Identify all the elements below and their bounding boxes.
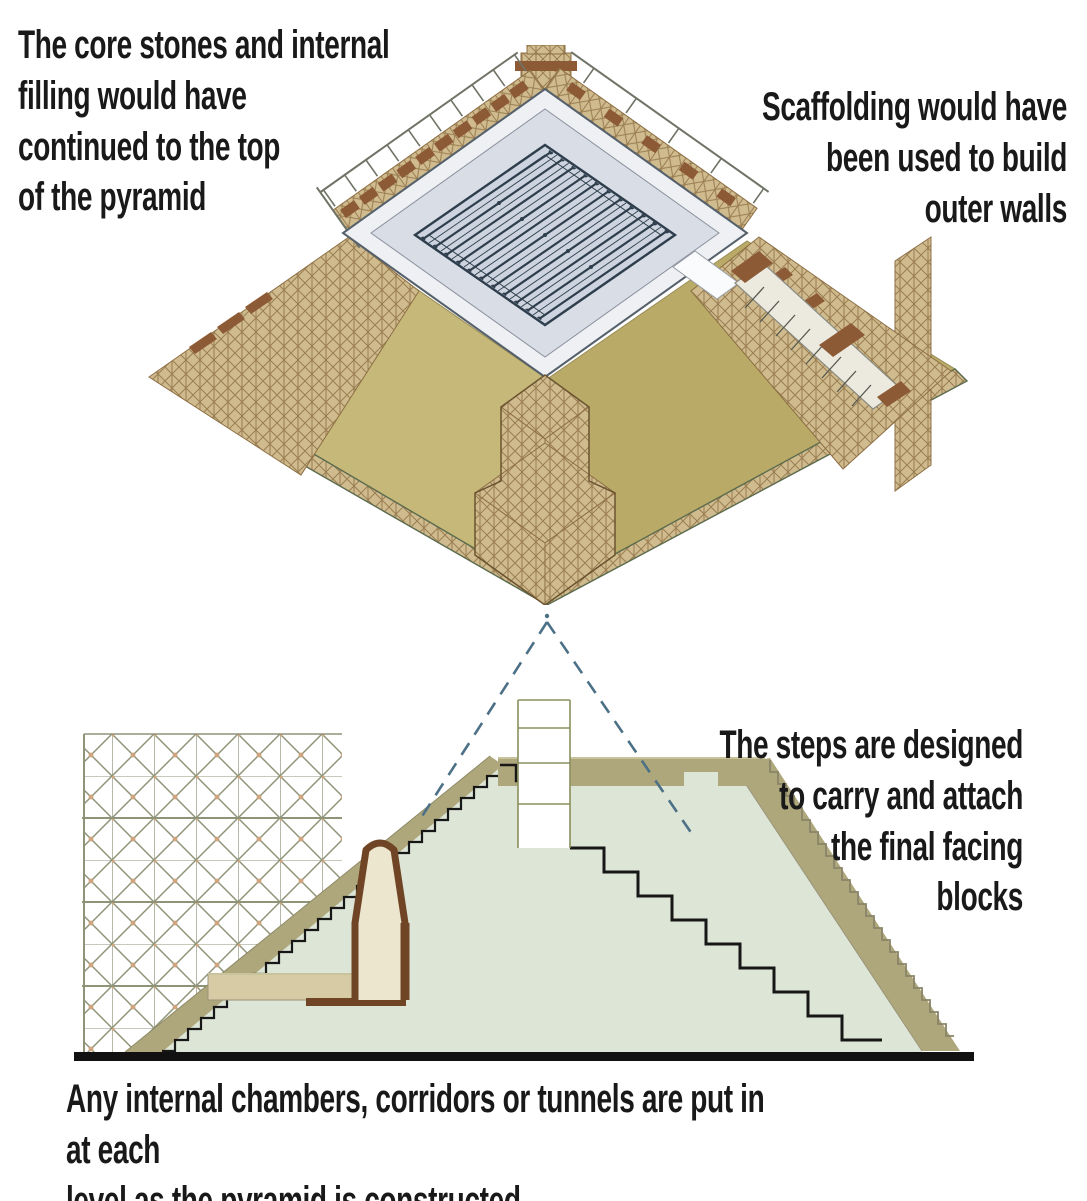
scaffold-front-tower bbox=[474, 374, 616, 605]
right-casing-band bbox=[732, 758, 960, 1052]
scaffold-stair-upper-right bbox=[541, 51, 770, 234]
cross-section-figure bbox=[74, 613, 974, 1061]
platform-notch bbox=[672, 250, 740, 300]
annotation-scaffolding: Scaffolding would have been used to buil… bbox=[762, 85, 1067, 231]
ladder-ramp bbox=[731, 251, 911, 410]
annotation-caption: Any internal chambers, corridors or tunn… bbox=[66, 1077, 765, 1201]
ground-line bbox=[74, 1052, 974, 1061]
isometric-construction-figure bbox=[148, 45, 969, 605]
scaffold-left-corner bbox=[148, 236, 420, 476]
annotation-steps: The steps are designed to carry and atta… bbox=[719, 723, 1023, 920]
corridor bbox=[207, 973, 406, 1006]
summit-shaft bbox=[517, 699, 571, 848]
internal-chamber bbox=[351, 839, 410, 1000]
final-outline-dashed bbox=[417, 613, 694, 835]
scaffold-stair-upper-left bbox=[315, 51, 549, 249]
annotation-core-stones: The core stones and internal filling wou… bbox=[18, 23, 390, 220]
